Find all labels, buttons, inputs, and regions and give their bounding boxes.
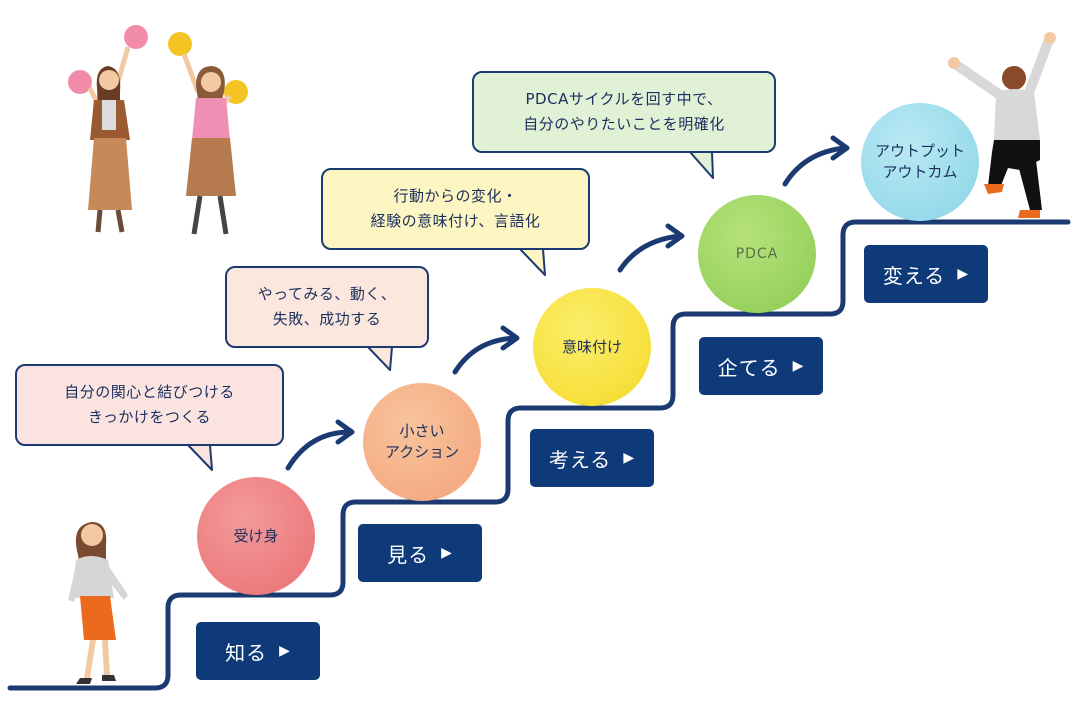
speech-bubble: 自分の関心と結びつける きっかけをつくる bbox=[15, 364, 284, 446]
curved-arrow-icon bbox=[617, 233, 683, 273]
stage-circle-pdca: PDCA bbox=[698, 195, 816, 313]
stage-circle-passive: 受け身 bbox=[197, 477, 315, 595]
play-triangle-icon: ▶ bbox=[957, 266, 970, 282]
step-label: 見る bbox=[387, 542, 430, 567]
bubble-tail bbox=[689, 151, 714, 179]
bubble-tail bbox=[187, 444, 213, 471]
step-button-change[interactable]: 変える ▶ bbox=[864, 245, 988, 303]
play-triangle-icon: ▶ bbox=[441, 545, 453, 561]
speech-bubble: 行動からの変化・ 経験の意味付け、言語化 bbox=[321, 168, 590, 250]
curved-arrow-icon bbox=[782, 145, 848, 187]
speech-bubble: やってみる、動く、 失敗、成功する bbox=[225, 266, 429, 348]
speech-bubble: PDCAサイクルを回す中で、 自分のやりたいことを明確化 bbox=[472, 71, 776, 153]
jumping-man-icon bbox=[948, 32, 1056, 218]
curved-arrow-icon bbox=[665, 223, 685, 249]
step-label: 知る bbox=[225, 640, 268, 665]
curved-arrow-icon bbox=[830, 135, 850, 161]
staircase-line bbox=[7, 219, 1071, 691]
stage-circle-output-outcome: アウトプット アウトカム bbox=[861, 103, 979, 221]
stage-circle-meaning: 意味付け bbox=[533, 288, 651, 406]
curved-arrow-icon bbox=[335, 419, 355, 445]
step-label: 考える bbox=[548, 447, 612, 472]
curved-arrow-icon bbox=[500, 325, 520, 351]
curved-arrow-icon bbox=[285, 429, 353, 471]
step-button-see[interactable]: 見る ▶ bbox=[358, 524, 482, 582]
step-label: 変える bbox=[882, 263, 946, 288]
step-button-know[interactable]: 知る ▶ bbox=[196, 622, 320, 680]
curved-arrow-icon bbox=[452, 335, 518, 375]
step-button-plan[interactable]: 企てる ▶ bbox=[699, 337, 823, 395]
bubble-tail bbox=[367, 346, 393, 371]
cheering-women-icon bbox=[68, 25, 248, 235]
play-triangle-icon: ▶ bbox=[279, 643, 291, 659]
step-button-think[interactable]: 考える ▶ bbox=[530, 429, 654, 487]
play-triangle-icon: ▶ bbox=[792, 358, 805, 374]
step-label: 企てる bbox=[717, 355, 781, 380]
walking-woman-icon bbox=[68, 522, 128, 684]
play-triangle-icon: ▶ bbox=[623, 450, 636, 466]
bubble-tail bbox=[519, 248, 546, 276]
stage-circle-small-action: 小さい アクション bbox=[363, 383, 481, 501]
